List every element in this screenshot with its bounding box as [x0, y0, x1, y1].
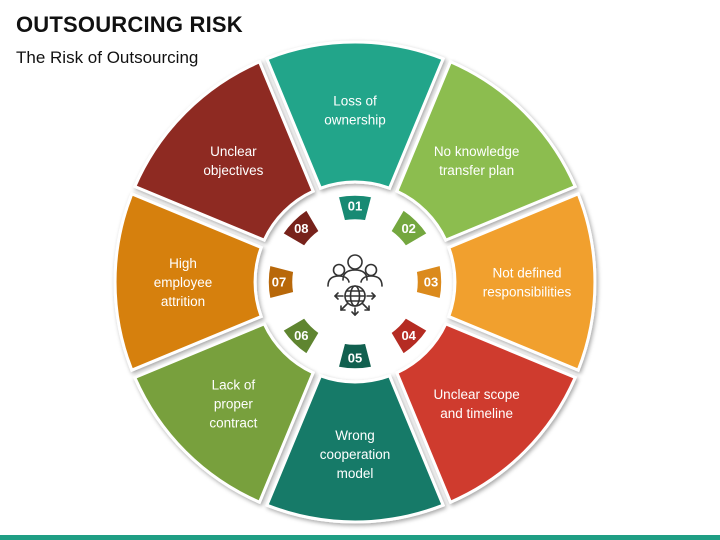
risk-segment-07: High employee attrition	[113, 191, 264, 373]
number-badge-05: 05	[337, 342, 373, 370]
risk-segment-shape	[113, 191, 264, 373]
risk-segment-shape	[446, 191, 597, 373]
number-badge-label: 04	[401, 328, 416, 343]
number-badge-01: 01	[337, 194, 373, 222]
risk-segment-label: Lack of proper contract	[209, 378, 257, 431]
risk-label-line: model	[337, 466, 374, 481]
risk-segment-03: Not defined responsibilities	[446, 191, 597, 373]
number-badge-shape	[337, 342, 373, 370]
risk-label-line: Not defined	[492, 266, 561, 281]
number-badge-02: 02	[389, 208, 429, 248]
risk-label-line: transfer plan	[439, 163, 514, 178]
risk-label-line: objectives	[203, 163, 263, 178]
risk-segment-label: Unclear scope and timeline	[433, 387, 519, 421]
number-badge-label: 05	[348, 351, 362, 366]
number-badge-shape	[415, 264, 443, 300]
number-badge-shape	[281, 316, 321, 356]
number-badge-04: 04	[389, 316, 429, 356]
risk-segment-shape	[132, 59, 316, 243]
bottom-accent-bar	[0, 535, 720, 540]
page-subtitle: The Risk of Outsourcing	[16, 48, 199, 67]
risk-segment-01: Loss of ownership	[264, 40, 446, 191]
risk-segment-02: No knowledge transfer plan	[394, 59, 578, 243]
risk-segment-shape	[264, 40, 446, 191]
risk-label-line: ownership	[324, 113, 386, 128]
risk-label-line: contract	[209, 416, 257, 431]
number-badge-06: 06	[281, 316, 321, 356]
number-badge-08: 08	[281, 208, 321, 248]
number-badge-label: 01	[348, 199, 362, 214]
team-globe-icon	[327, 254, 383, 316]
risk-label-line: employee	[154, 275, 213, 290]
risk-segment-label: Loss of ownership	[324, 94, 386, 128]
risk-segment-shape	[394, 59, 578, 243]
risk-segment-label: No knowledge transfer plan	[434, 144, 520, 178]
risk-segment-06: Lack of proper contract	[132, 321, 316, 505]
risk-label-line: responsibilities	[483, 285, 572, 300]
risk-label-line: cooperation	[320, 447, 391, 462]
number-badge-03: 03	[415, 264, 443, 300]
risk-label-line: Unclear scope	[433, 387, 519, 402]
number-badge-label: 03	[424, 275, 438, 290]
page-title: OUTSOURCING RISK	[16, 12, 243, 37]
risk-label-line: Lack of	[212, 378, 256, 393]
risk-segment-label: Unclear objectives	[203, 144, 263, 178]
number-badge-shape	[389, 316, 429, 356]
risk-segment-04: Unclear scope and timeline	[394, 321, 578, 505]
number-badge-shape	[267, 264, 295, 300]
risk-label-line: No knowledge	[434, 144, 520, 159]
number-badge-label: 08	[294, 221, 308, 236]
risk-segment-08: Unclear objectives	[132, 59, 316, 243]
number-badge-07: 07	[267, 264, 295, 300]
risk-label-line: Unclear	[210, 144, 257, 159]
risk-segment-shape	[394, 321, 578, 505]
risk-segment-label: Wrong cooperation model	[320, 428, 391, 481]
risk-label-line: High	[169, 256, 197, 271]
risk-segment-label: Not defined responsibilities	[483, 266, 572, 300]
risk-label-line: Loss of	[333, 94, 377, 109]
number-badge-shape	[337, 194, 373, 222]
risk-segment-05: Wrong cooperation model	[264, 373, 446, 524]
number-badge-shape	[281, 208, 321, 248]
risk-segment-shape	[264, 373, 446, 524]
risk-label-line: Wrong	[335, 428, 375, 443]
number-badge-shape	[389, 208, 429, 248]
risk-label-line: and timeline	[440, 406, 513, 421]
risk-label-line: proper	[214, 397, 254, 412]
risk-label-line: attrition	[161, 294, 205, 309]
risk-segment-label: High employee attrition	[154, 256, 213, 309]
risk-segment-shape	[132, 321, 316, 505]
number-badge-label: 02	[401, 221, 415, 236]
number-badge-label: 06	[294, 328, 308, 343]
number-badge-label: 07	[272, 275, 286, 290]
